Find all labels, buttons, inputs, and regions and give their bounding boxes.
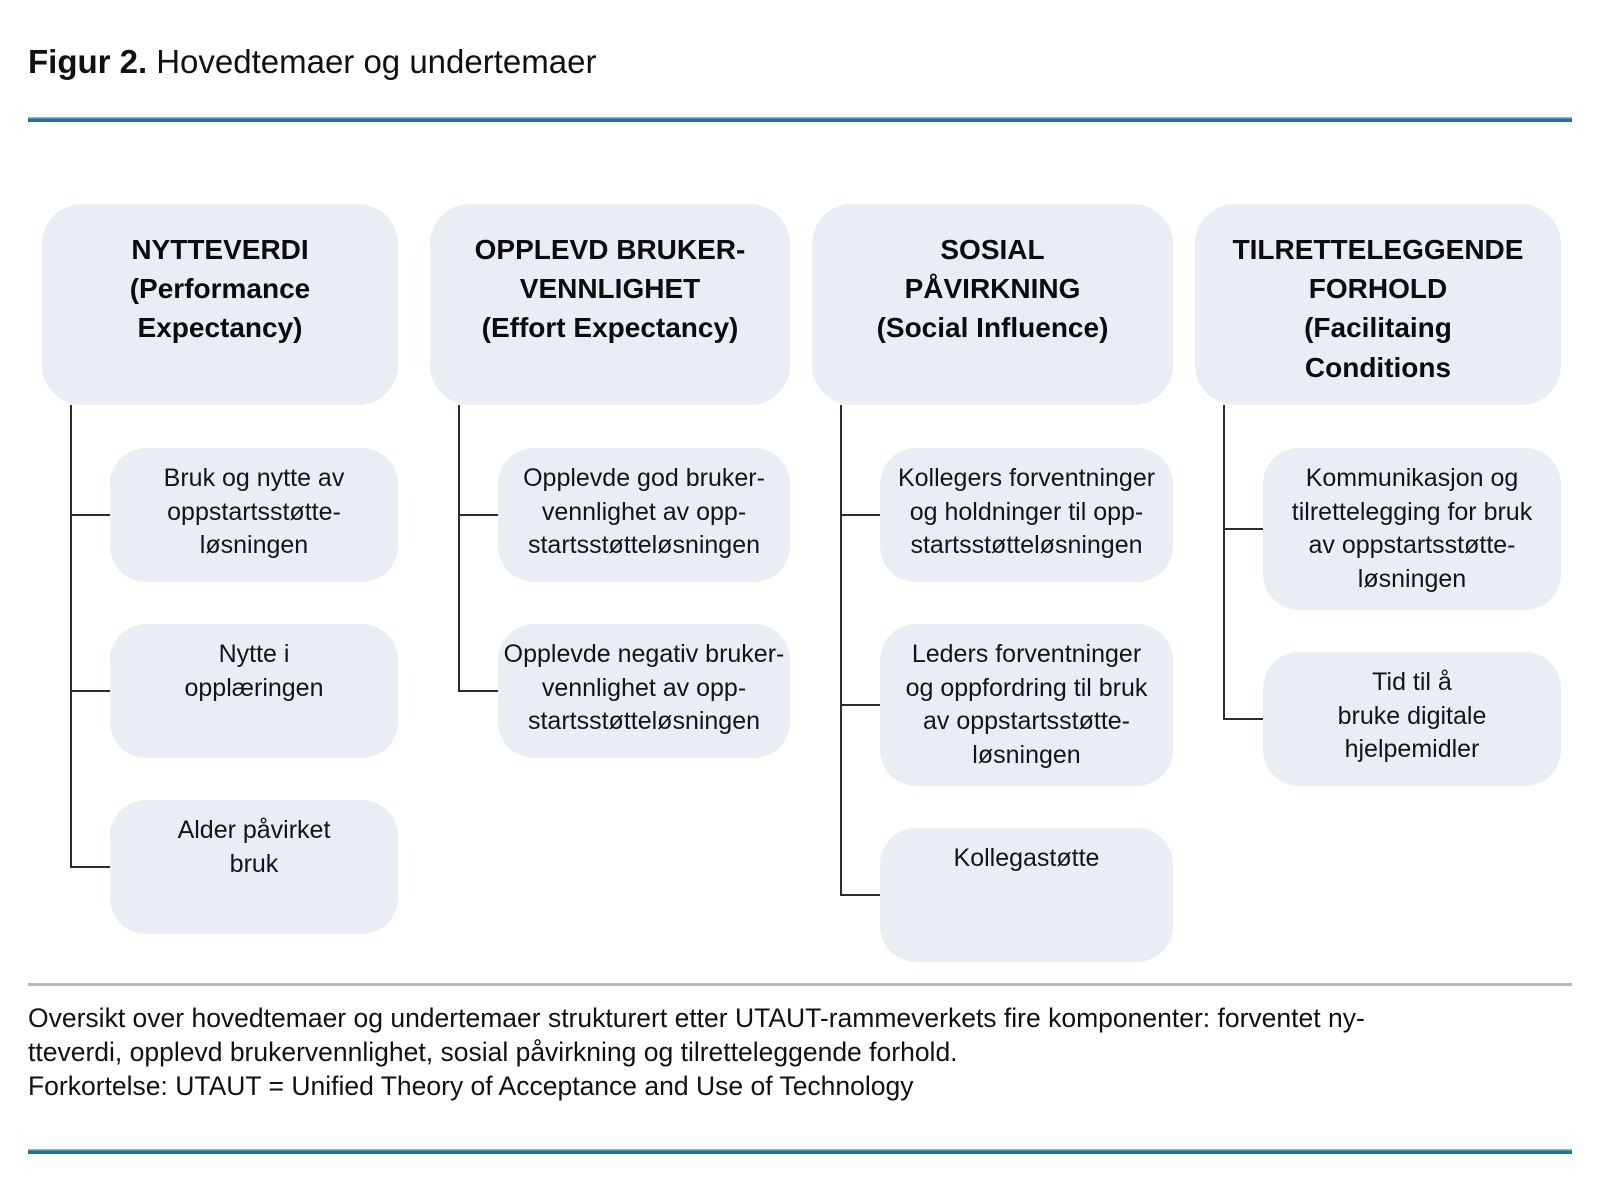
subtheme-row: Kommunikasjon og tilrettelegging for bru… — [1223, 448, 1561, 610]
main-theme-label: OPPLEVD BRUKER- VENNLIGHET (Effort Expec… — [474, 234, 746, 344]
top-rule — [28, 117, 1572, 122]
subtheme-label: Bruk og nytte av oppstartsstøtte- løsnin… — [163, 464, 345, 559]
subtheme-row: Bruk og nytte av oppstartsstøtte- løsnin… — [70, 448, 398, 582]
subtheme-box: Kommunikasjon og tilrettelegging for bru… — [1263, 448, 1561, 610]
subtheme-box: Alder påvirket bruk — [110, 800, 398, 934]
subtheme-row: Nytte i opplæringen — [70, 624, 398, 758]
theme-column-sosial-pavirkning: SOSIAL PÅVIRKNING (Social Influence) Kol… — [812, 204, 1173, 962]
subtheme-row: Opplevde god bruker- vennlighet av opp- … — [458, 448, 790, 582]
subtheme-box: Tid til å bruke digitale hjelpemidler — [1263, 652, 1561, 786]
subtheme-box: Kollegastøtte — [880, 828, 1173, 962]
subtheme-row: Kollegers forventninger og holdninger ti… — [840, 448, 1173, 582]
connector-vline — [458, 405, 460, 691]
subtheme-list: Kollegers forventninger og holdninger ti… — [840, 448, 1173, 962]
subtheme-box: Opplevde negativ bruker- vennlighet av o… — [498, 624, 790, 758]
theme-column-nytteverdi: NYTTEVERDI (Performance Expectancy) Bruk… — [42, 204, 398, 934]
subtheme-list: Kommunikasjon og tilrettelegging for bru… — [1223, 448, 1561, 786]
main-theme-label: NYTTEVERDI (Performance Expectancy) — [129, 234, 311, 344]
subtheme-box: Nytte i opplæringen — [110, 624, 398, 758]
subtheme-label: Kommunikasjon og tilrettelegging for bru… — [1291, 464, 1533, 593]
theme-column-brukervennlighet: OPPLEVD BRUKER- VENNLIGHET (Effort Expec… — [430, 204, 790, 758]
caption-divider — [28, 983, 1572, 986]
connector-vline — [1223, 405, 1225, 719]
figure-title: Figur 2.Hovedtemaer og undertemaer — [28, 42, 596, 82]
figure-caption: Oversikt over hovedtemaer og undertemaer… — [28, 1003, 1365, 1102]
main-theme-box: NYTTEVERDI (Performance Expectancy) — [42, 204, 398, 405]
main-theme-box: SOSIAL PÅVIRKNING (Social Influence) — [812, 204, 1173, 405]
subtheme-row: Alder påvirket bruk — [70, 800, 398, 934]
bottom-rule — [28, 1149, 1572, 1154]
subtheme-row: Tid til å bruke digitale hjelpemidler — [1223, 652, 1561, 786]
subtheme-label: Opplevde negativ bruker- vennlighet av o… — [503, 640, 785, 735]
figure-title-text: Hovedtemaer og undertemaer — [156, 43, 597, 80]
subtheme-label: Tid til å bruke digitale hjelpemidler — [1337, 668, 1487, 763]
subtheme-row: Leders forventninger og oppfordring til … — [840, 624, 1173, 786]
subtheme-row: Opplevde negativ bruker- vennlighet av o… — [458, 624, 790, 758]
main-theme-box: OPPLEVD BRUKER- VENNLIGHET (Effort Expec… — [430, 204, 790, 405]
subtheme-label: Kollegers forventninger og holdninger ti… — [897, 464, 1156, 559]
subtheme-label: Alder påvirket bruk — [177, 816, 331, 878]
subtheme-box: Kollegers forventninger og holdninger ti… — [880, 448, 1173, 582]
connector-vline — [840, 405, 842, 895]
subtheme-row: Kollegastøtte — [840, 828, 1173, 962]
theme-column-tilretteleggende-forhold: TILRETTELEGGENDE FORHOLD (Facilitaing Co… — [1195, 204, 1561, 786]
subtheme-label: Nytte i opplæringen — [184, 640, 324, 702]
figure-label: Figur 2. — [28, 43, 148, 80]
main-theme-label: SOSIAL PÅVIRKNING (Social Influence) — [876, 234, 1109, 344]
subtheme-label: Leders forventninger og oppfordring til … — [905, 640, 1148, 769]
subtheme-list: Opplevde god bruker- vennlighet av opp- … — [458, 448, 790, 758]
subtheme-label: Opplevde god bruker- vennlighet av opp- … — [523, 464, 765, 559]
main-theme-box: TILRETTELEGGENDE FORHOLD (Facilitaing Co… — [1195, 204, 1561, 405]
main-theme-label: TILRETTELEGGENDE FORHOLD (Facilitaing Co… — [1232, 234, 1524, 383]
subtheme-label: Kollegastøtte — [953, 844, 1100, 872]
subtheme-box: Bruk og nytte av oppstartsstøtte- løsnin… — [110, 448, 398, 582]
connector-vline — [70, 405, 72, 867]
subtheme-box: Opplevde god bruker- vennlighet av opp- … — [498, 448, 790, 582]
subtheme-box: Leders forventninger og oppfordring til … — [880, 624, 1173, 786]
subtheme-list: Bruk og nytte av oppstartsstøtte- løsnin… — [70, 448, 398, 934]
